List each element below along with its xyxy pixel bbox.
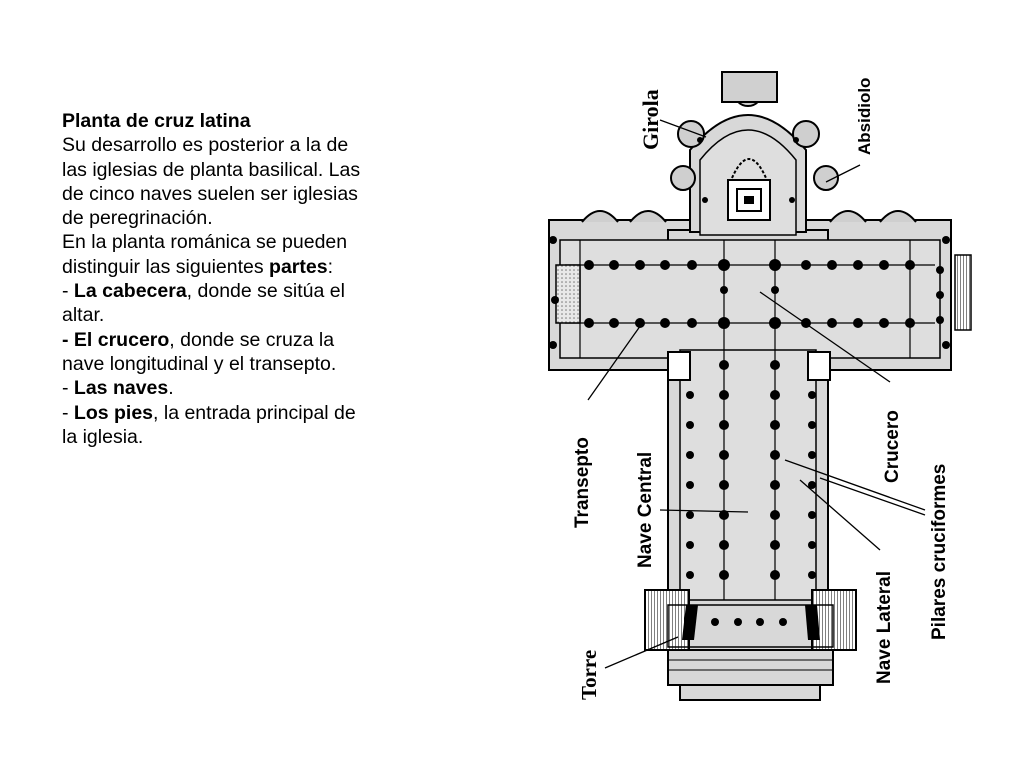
text-line: de peregrinación. <box>62 207 213 230</box>
nave-pillars <box>686 137 816 580</box>
north-porch <box>555 264 581 324</box>
label-absidiolo: Absidiolo <box>855 78 874 155</box>
chapel <box>670 165 696 191</box>
nave-interior <box>679 349 817 601</box>
chapel <box>829 210 867 223</box>
leader-lines <box>587 119 926 669</box>
transept-pillars <box>549 236 950 349</box>
description-text: Planta de cruz latina Su desarrollo es p… <box>62 109 442 449</box>
chapel <box>581 210 619 223</box>
list-item-cabecera: - La cabecera, donde se sitúa el <box>62 280 345 303</box>
text-line: las iglesias de planta basilical. Las <box>62 158 361 181</box>
text-line: Su desarrollo es posterior a la de <box>62 134 349 157</box>
crossing-stairs <box>667 351 831 381</box>
chapel <box>629 210 667 223</box>
label-crucero: Crucero <box>882 410 903 483</box>
chapel <box>879 210 917 223</box>
label-pilares-cruciformes: Pilares cruciformes <box>929 464 950 640</box>
west-entrance <box>667 649 834 701</box>
west-towers <box>644 589 857 651</box>
title: Planta de cruz latina <box>62 110 251 132</box>
text-line: En la planta románica se pueden <box>62 231 348 254</box>
chapel <box>813 165 839 191</box>
text-line: nave longitudinal y el transepto. <box>62 352 337 375</box>
label-nave-lateral: Nave Lateral <box>874 571 895 684</box>
altar <box>727 179 771 221</box>
label-girola: Girola <box>638 89 663 150</box>
west-pillars <box>711 618 787 626</box>
chapel <box>792 120 820 148</box>
text-line: la iglesia. <box>62 425 144 448</box>
apse-head <box>721 71 778 103</box>
list-item-pies: - Los pies, la entrada principal de <box>62 401 356 424</box>
text-line: distinguir las siguientes partes: <box>62 255 333 278</box>
text-line: altar. <box>62 304 105 327</box>
label-torre: Torre <box>577 650 601 700</box>
chapel <box>677 120 705 148</box>
choir-arc <box>731 158 767 179</box>
list-item-naves: - Las naves. <box>62 377 174 400</box>
text-line: de cinco naves suelen ser iglesias <box>62 182 358 205</box>
south-porch <box>954 254 972 331</box>
narthex <box>667 604 834 648</box>
transept-interior <box>559 239 941 359</box>
label-transepto: Transepto <box>572 437 593 528</box>
label-nave-central: Nave Central <box>635 452 656 568</box>
list-item-crucero: - El crucero, donde se cruza la <box>62 328 335 351</box>
